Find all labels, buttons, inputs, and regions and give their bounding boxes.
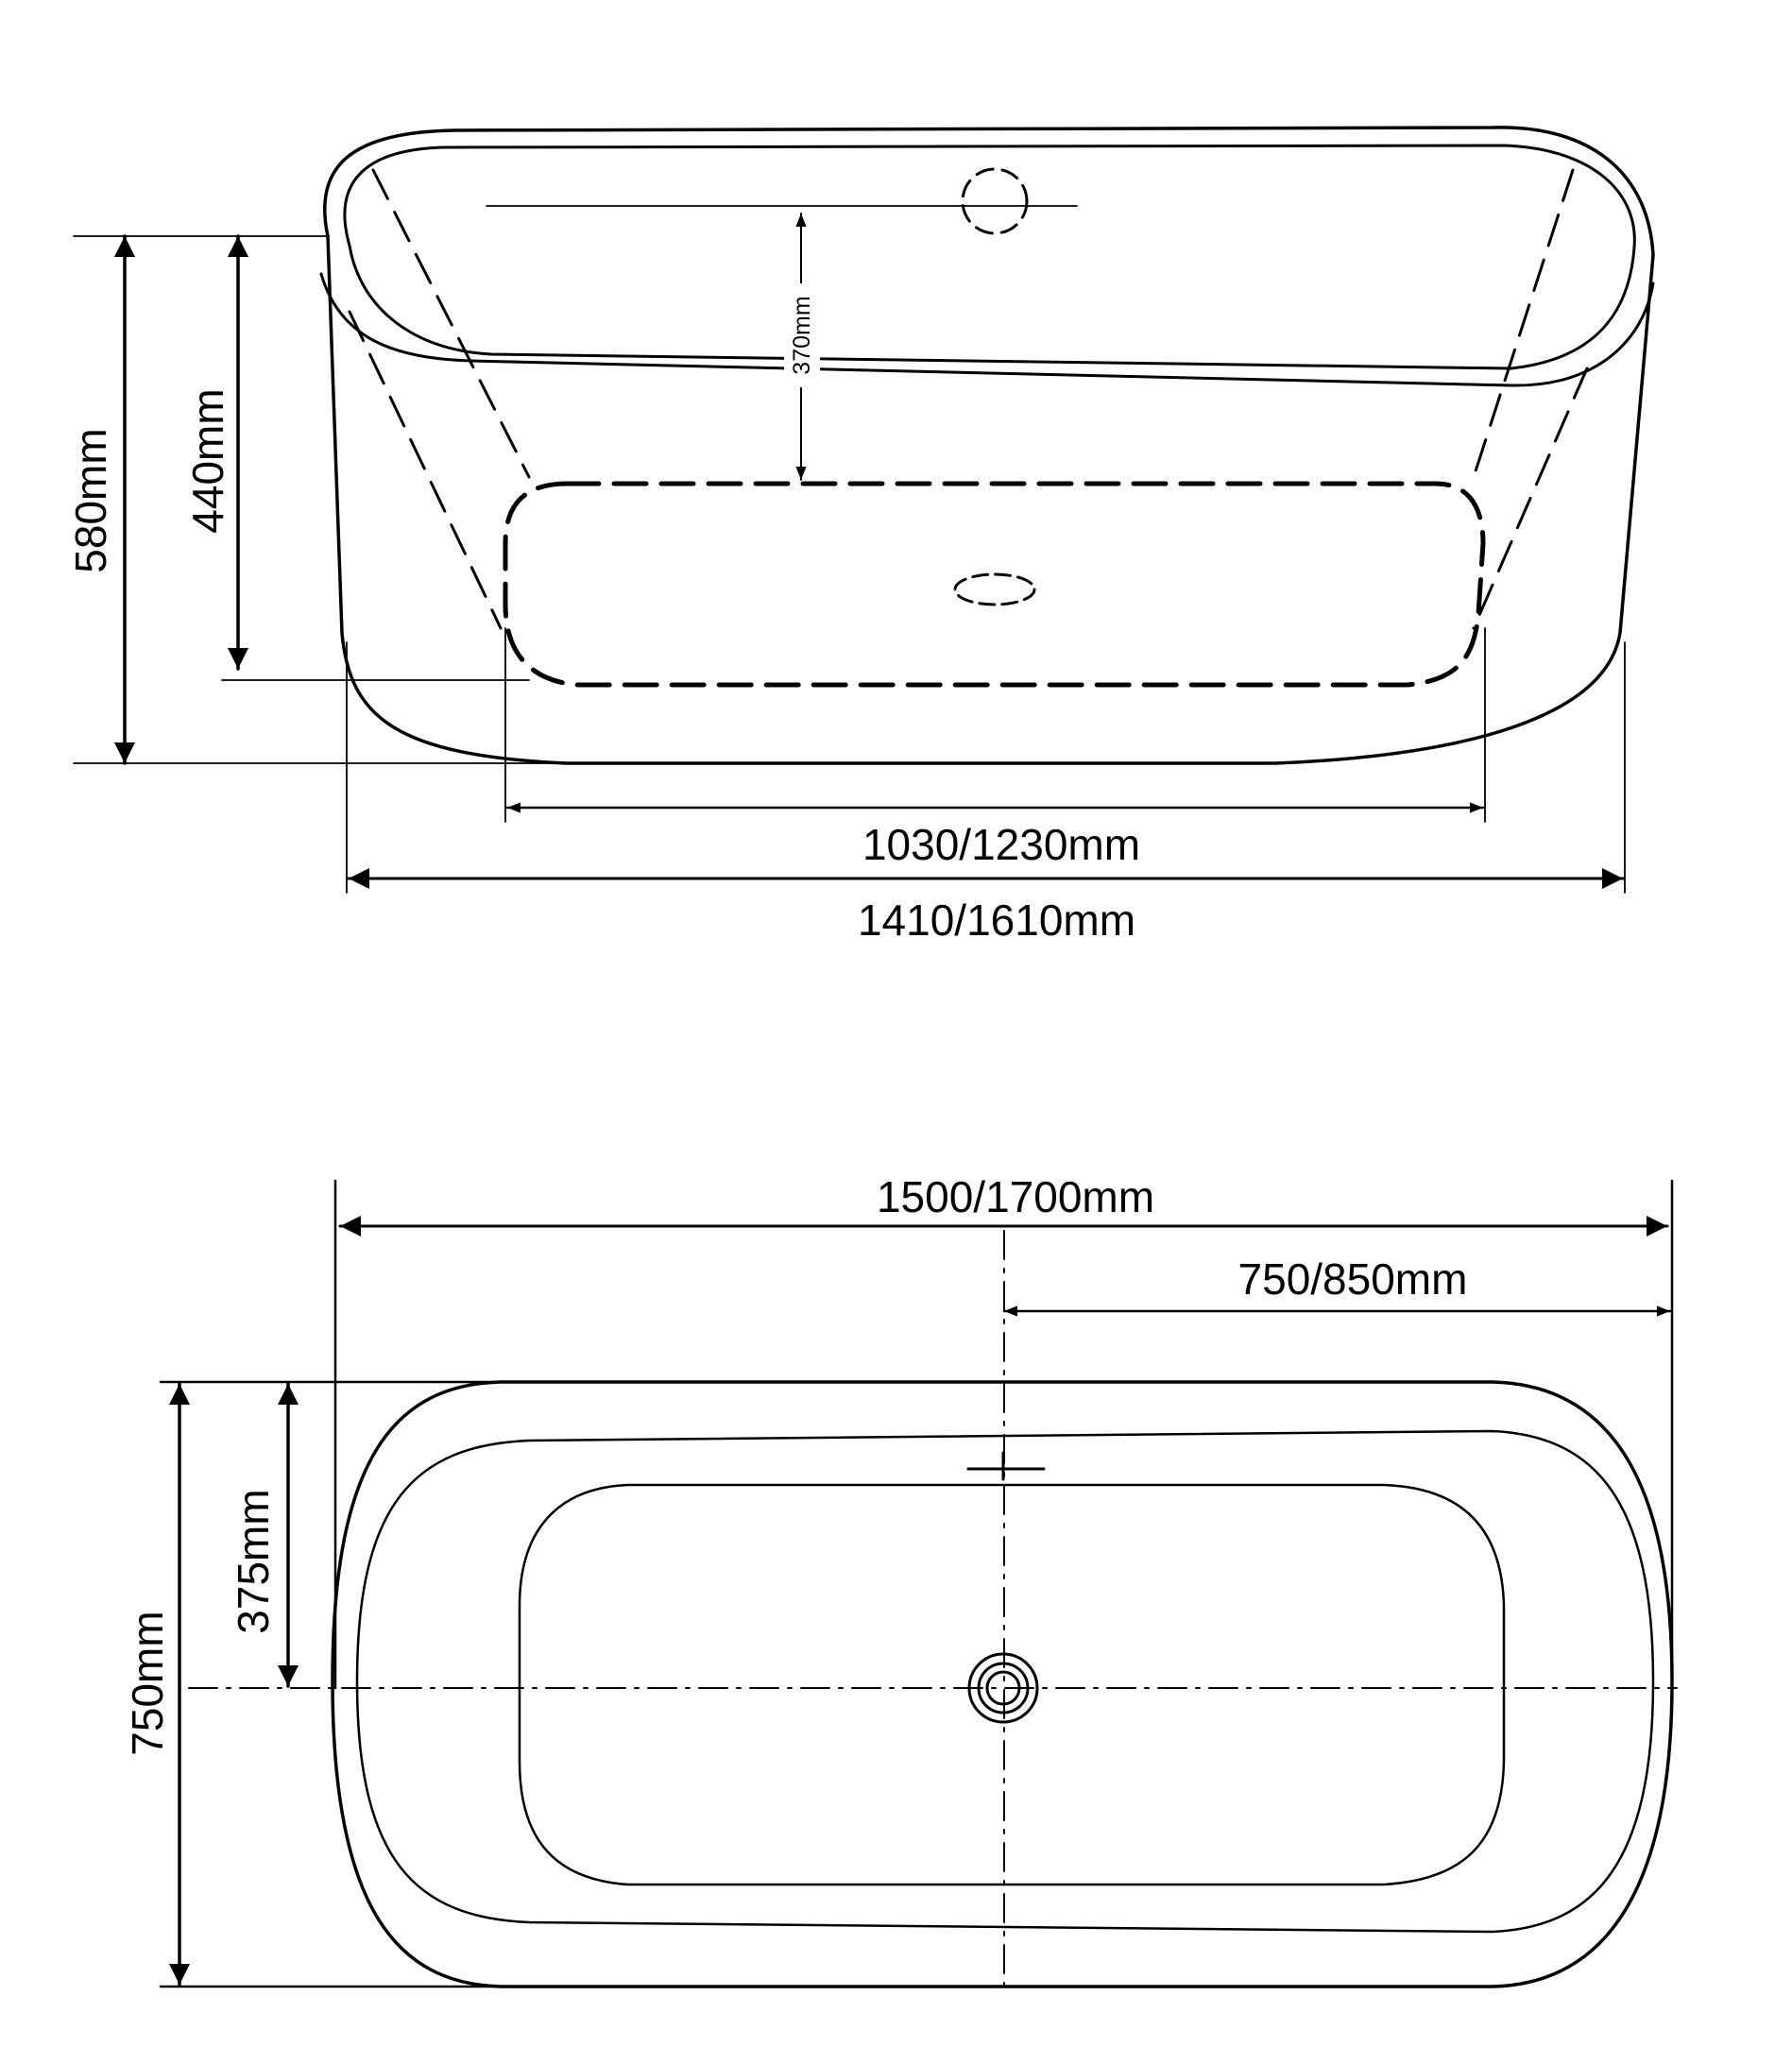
top-view: 1500/1700mm 750/850mm 375mm 750mm (123, 1172, 1678, 1988)
side-rim-inner (343, 144, 1636, 370)
dim-440-label: 440mm (183, 388, 232, 533)
dim-bottom-length-label: 1410/1610mm (858, 896, 1135, 945)
dim-370-label-bg (784, 283, 820, 387)
top-extension-lines (159, 1179, 1674, 1988)
side-inner-taper-lines (348, 168, 1589, 630)
side-extension-lines (73, 235, 1626, 894)
top-basin-outline (518, 1483, 1506, 1886)
dim-overall-width-label: 750mm (123, 1611, 172, 1755)
top-overflow-icon (966, 1451, 1046, 1481)
side-rim-lower (319, 272, 1655, 387)
dim-370-label: 370mm (789, 296, 815, 374)
side-outer-shell (322, 126, 1655, 765)
dim-overall-length-label: 1500/1700mm (877, 1172, 1154, 1221)
overflow-icon (961, 167, 1029, 235)
dim-base-length-label: 1030/1230mm (862, 820, 1140, 869)
side-view: 580mm 440mm 370mm 1030/1230mm 1410/1610m… (66, 126, 1655, 945)
top-rim-inner (355, 1429, 1655, 1934)
drain-icon (953, 572, 1036, 606)
dim-580-label: 580mm (66, 428, 115, 572)
side-inner-basin-dashed (503, 481, 1486, 688)
top-outer-outline (331, 1380, 1674, 1988)
dim-half-length-label: 750/850mm (1238, 1254, 1468, 1304)
dim-half-width-label: 375mm (229, 1489, 278, 1633)
